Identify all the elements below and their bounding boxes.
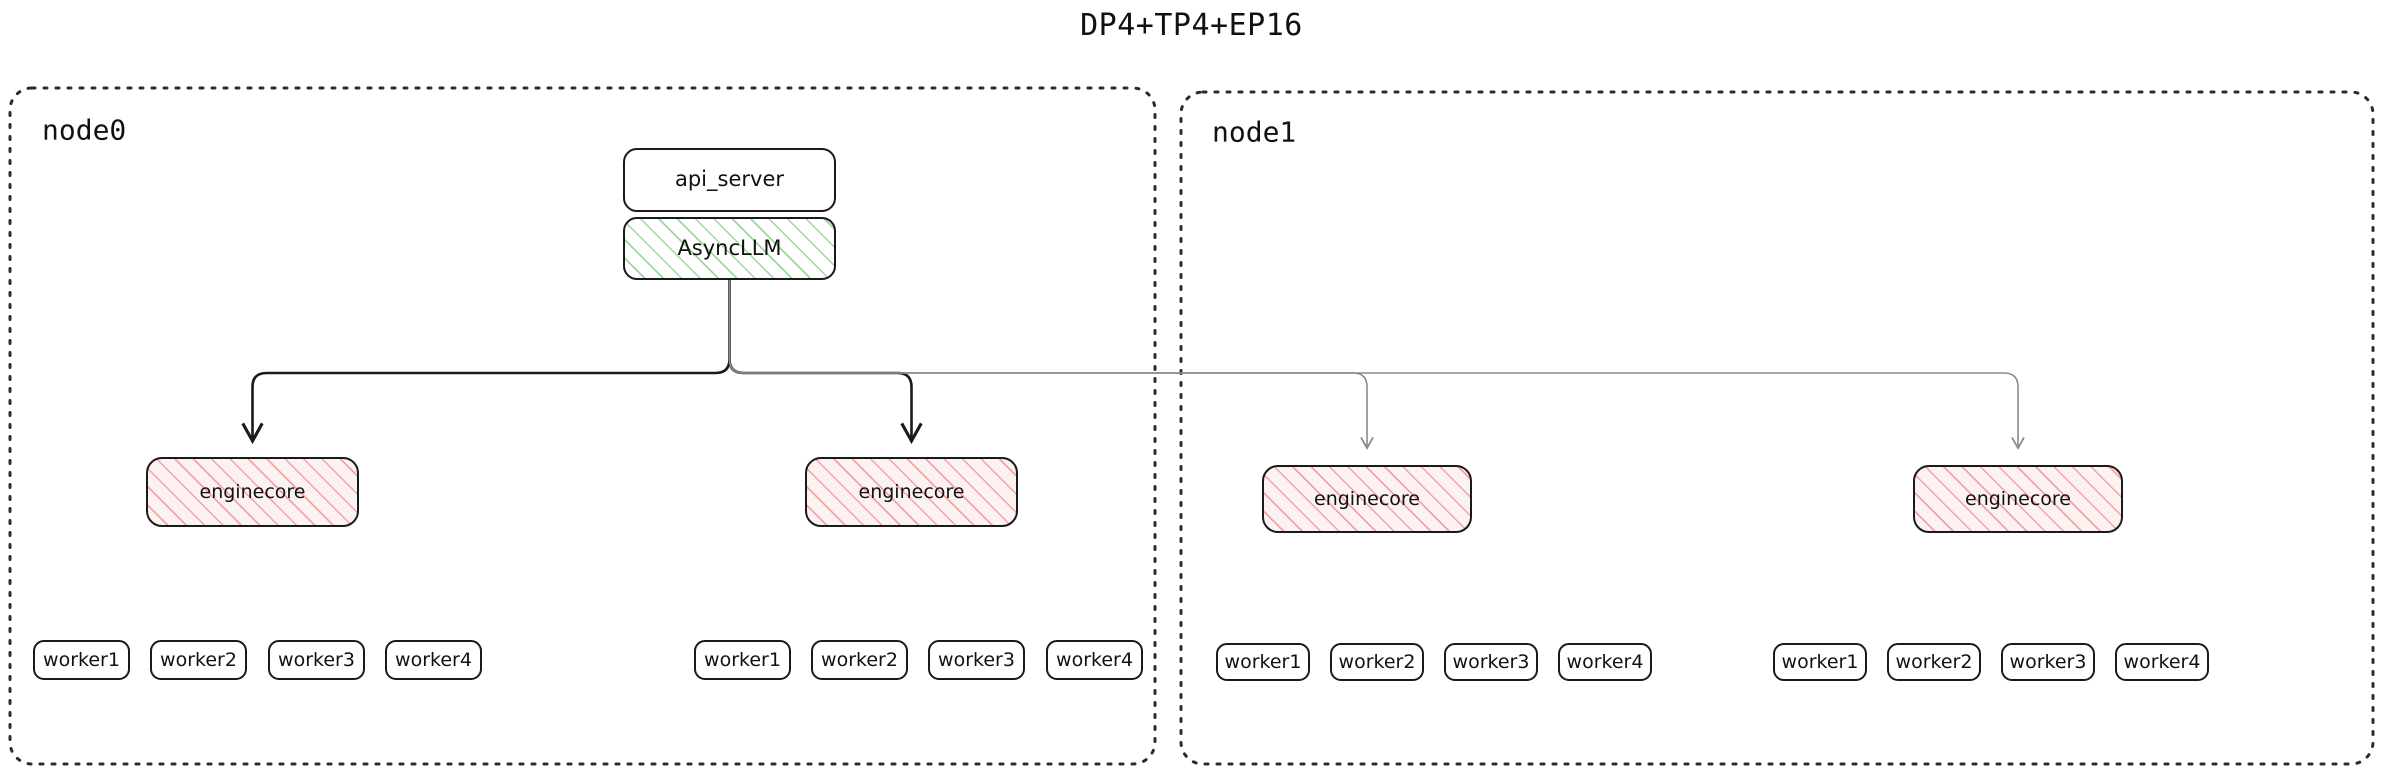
node-api-server[interactable]: api_server	[623, 148, 836, 212]
node-worker1[interactable]: worker1	[694, 640, 791, 680]
node-worker1[interactable]: worker1	[1773, 643, 1867, 681]
edge-async_llm-to-ec0	[241, 278, 731, 445]
node-worker4[interactable]: worker4	[1558, 643, 1652, 681]
edge-async_llm-to-ec3	[728, 279, 2025, 451]
subgraph-label-node0: node0	[42, 113, 127, 147]
node-worker3[interactable]: worker3	[1444, 643, 1538, 681]
node-worker3[interactable]: worker3	[2001, 643, 2095, 681]
node-enginecore[interactable]: enginecore	[1262, 465, 1472, 533]
page-title: DP4+TP4+EP16	[1080, 8, 1303, 43]
node-worker2[interactable]: worker2	[1330, 643, 1424, 681]
node-worker1[interactable]: worker1	[33, 640, 130, 680]
node-worker4[interactable]: worker4	[2115, 643, 2209, 681]
edge-async_llm-to-ec2	[728, 279, 1374, 451]
node-worker1[interactable]: worker1	[1216, 643, 1310, 681]
node-enginecore[interactable]: enginecore	[805, 457, 1018, 527]
node-worker3[interactable]: worker3	[268, 640, 365, 680]
subgraph-label-node1: node1	[1212, 115, 1297, 149]
node-enginecore[interactable]: enginecore	[1913, 465, 2123, 533]
node-worker2[interactable]: worker2	[811, 640, 908, 680]
subgraph-frame-node0	[8, 86, 1157, 766]
node-worker2[interactable]: worker2	[150, 640, 247, 680]
node-async-llm[interactable]: AsyncLLM	[623, 217, 836, 280]
node-enginecore[interactable]: enginecore	[146, 457, 359, 527]
node-worker3[interactable]: worker3	[928, 640, 1025, 680]
node-worker4[interactable]: worker4	[385, 640, 482, 680]
edge-async_llm-to-ec1	[728, 278, 923, 445]
node-worker4[interactable]: worker4	[1046, 640, 1143, 680]
node-worker2[interactable]: worker2	[1887, 643, 1981, 681]
